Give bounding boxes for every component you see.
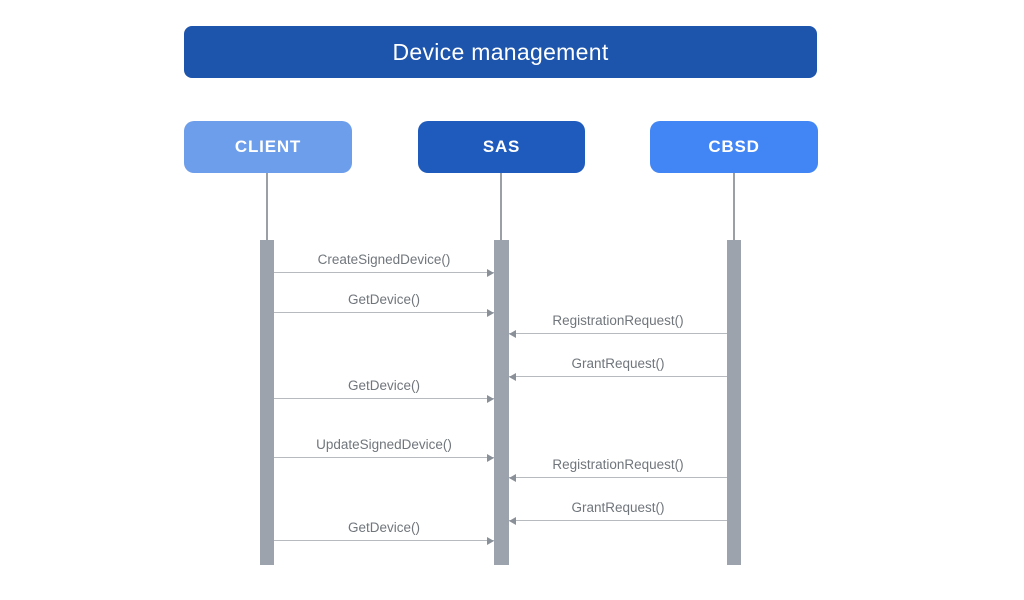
arrowhead-icon: [487, 309, 494, 317]
lifeline-sas: [500, 173, 502, 242]
actor-cbsd: CBSD: [650, 121, 818, 173]
actor-sas: SAS: [418, 121, 585, 173]
arrow-right-icon: [274, 309, 494, 317]
arrow-left-icon: [509, 330, 727, 338]
arrowhead-icon: [487, 454, 494, 462]
arrowhead-icon: [509, 517, 516, 525]
arrow-right-icon: [274, 269, 494, 277]
activation-bar-cbsd: [727, 240, 741, 565]
message-label: GetDevice(): [347, 292, 420, 307]
message-label: CreateSignedDevice(): [317, 252, 451, 267]
arrowhead-icon: [487, 269, 494, 277]
activation-bar-client: [260, 240, 274, 565]
message-label: GetDevice(): [347, 520, 420, 535]
arrow-left-icon: [509, 373, 727, 381]
arrow-right-icon: [274, 537, 494, 545]
diagram-title: Device management: [184, 26, 817, 78]
message-label: RegistrationRequest(): [552, 457, 684, 472]
arrowhead-icon: [487, 395, 494, 403]
message-label: GrantRequest(): [571, 500, 665, 515]
activation-bar-sas: [494, 240, 509, 565]
arrow-left-icon: [509, 474, 727, 482]
message-label: GetDevice(): [347, 378, 420, 393]
actor-client: CLIENT: [184, 121, 352, 173]
lifeline-cbsd: [733, 173, 735, 242]
arrow-right-icon: [274, 454, 494, 462]
lifeline-client: [266, 173, 268, 242]
message-label: RegistrationRequest(): [552, 313, 684, 328]
arrowhead-icon: [509, 373, 516, 381]
arrow-right-icon: [274, 395, 494, 403]
message-label: GrantRequest(): [571, 356, 665, 371]
message-label: UpdateSignedDevice(): [316, 437, 452, 452]
arrow-left-icon: [509, 517, 727, 525]
arrowhead-icon: [509, 474, 516, 482]
arrowhead-icon: [487, 537, 494, 545]
arrowhead-icon: [509, 330, 516, 338]
